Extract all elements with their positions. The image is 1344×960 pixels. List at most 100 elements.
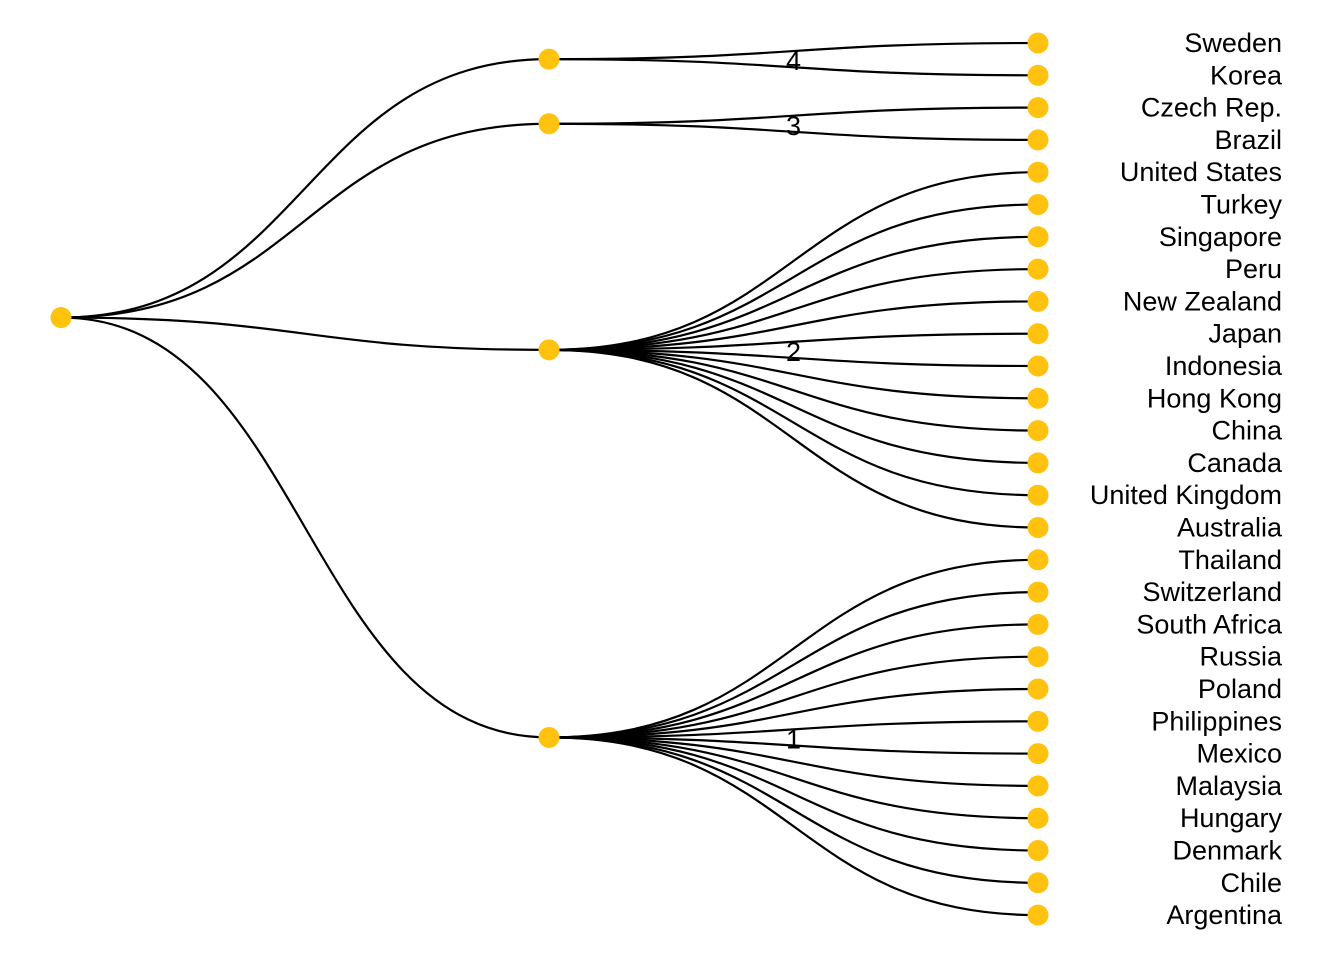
leaf-label-korea: Korea bbox=[1210, 60, 1283, 90]
edge-cluster-4-to-sweden bbox=[548, 41, 1039, 61]
edge-cluster-1-to-hungary bbox=[548, 736, 1039, 820]
edge-cluster-2-to-united-kingdom bbox=[548, 348, 1039, 497]
leaf-label-thailand: Thailand bbox=[1178, 545, 1282, 575]
edge-root-to-cluster-3 bbox=[60, 122, 550, 319]
leaf-node-argentina bbox=[1027, 904, 1049, 926]
leaf-label-turkey: Turkey bbox=[1200, 190, 1282, 220]
leaf-node-japan bbox=[1027, 323, 1049, 345]
leaf-label-argentina: Argentina bbox=[1166, 900, 1283, 930]
leaf-label-singapore: Singapore bbox=[1159, 222, 1282, 252]
cluster-node-1 bbox=[538, 726, 560, 748]
edge-cluster-2-to-peru bbox=[548, 268, 1039, 351]
edge-cluster-2-to-singapore bbox=[548, 235, 1039, 351]
edge-cluster-2-to-indonesia bbox=[548, 348, 1039, 368]
leaf-node-china bbox=[1027, 420, 1049, 442]
edge-cluster-1-to-switzerland bbox=[548, 591, 1039, 739]
leaf-node-switzerland bbox=[1027, 581, 1049, 603]
leaf-label-sweden: Sweden bbox=[1184, 28, 1282, 58]
edge-cluster-3-to-brazil bbox=[548, 122, 1039, 141]
edge-cluster-1-to-south-africa bbox=[548, 623, 1039, 739]
edge-root-to-cluster-2 bbox=[60, 316, 550, 351]
leaf-label-canada: Canada bbox=[1187, 448, 1283, 478]
leaf-node-chile bbox=[1027, 872, 1049, 894]
node-layer bbox=[50, 32, 1049, 926]
leaf-label-poland: Poland bbox=[1198, 674, 1282, 704]
edge-layer bbox=[60, 41, 1039, 917]
leaf-label-united-kingdom: United Kingdom bbox=[1090, 480, 1282, 510]
leaf-node-peru bbox=[1027, 258, 1049, 280]
edge-cluster-2-to-united-states bbox=[548, 171, 1039, 351]
leaf-label-hungary: Hungary bbox=[1180, 803, 1283, 833]
leaf-node-thailand bbox=[1027, 549, 1049, 571]
leaf-label-mexico: Mexico bbox=[1196, 739, 1282, 769]
cluster-label-2: 2 bbox=[786, 337, 801, 367]
leaf-label-china: China bbox=[1211, 416, 1283, 446]
edge-cluster-2-to-japan bbox=[548, 332, 1039, 351]
leaf-node-sweden bbox=[1027, 32, 1049, 54]
edge-cluster-2-to-australia bbox=[548, 348, 1039, 529]
leaf-node-poland bbox=[1027, 678, 1049, 700]
leaf-node-united-states bbox=[1027, 161, 1049, 183]
edge-cluster-1-to-thailand bbox=[548, 558, 1039, 739]
leaf-node-south-africa bbox=[1027, 613, 1049, 635]
leaf-node-indonesia bbox=[1027, 355, 1049, 377]
leaf-label-russia: Russia bbox=[1199, 642, 1283, 672]
leaf-label-philippines: Philippines bbox=[1151, 706, 1282, 736]
leaf-node-mexico bbox=[1027, 743, 1049, 765]
leaf-label-peru: Peru bbox=[1225, 254, 1282, 284]
leaf-label-denmark: Denmark bbox=[1172, 836, 1282, 866]
leaf-label-indonesia: Indonesia bbox=[1165, 351, 1283, 381]
leaf-node-hong-kong bbox=[1027, 387, 1049, 409]
leaf-label-japan: Japan bbox=[1208, 319, 1282, 349]
cluster-label-4: 4 bbox=[786, 46, 801, 76]
leaf-node-russia bbox=[1027, 646, 1049, 668]
edge-cluster-1-to-poland bbox=[548, 687, 1039, 739]
edge-cluster-2-to-hong-kong bbox=[548, 348, 1039, 400]
edge-cluster-1-to-philippines bbox=[548, 720, 1039, 739]
edge-cluster-4-to-korea bbox=[548, 58, 1039, 77]
leaf-label-malaysia: Malaysia bbox=[1175, 771, 1283, 801]
edge-cluster-1-to-argentina bbox=[548, 736, 1039, 917]
edge-cluster-2-to-canada bbox=[548, 348, 1039, 464]
edge-cluster-2-to-new-zealand bbox=[548, 300, 1039, 351]
edge-root-to-cluster-1 bbox=[60, 316, 550, 739]
leaf-label-switzerland: Switzerland bbox=[1142, 577, 1282, 607]
edge-cluster-1-to-denmark bbox=[548, 736, 1039, 852]
leaf-label-brazil: Brazil bbox=[1214, 125, 1282, 155]
edge-cluster-1-to-malaysia bbox=[548, 736, 1039, 787]
leaf-label-united-states: United States bbox=[1120, 157, 1282, 187]
leaf-node-malaysia bbox=[1027, 775, 1049, 797]
leaf-node-denmark bbox=[1027, 840, 1049, 861]
cluster-node-2 bbox=[538, 339, 560, 361]
cluster-label-3: 3 bbox=[786, 111, 801, 141]
cluster-node-4 bbox=[538, 48, 560, 70]
leaf-label-south-africa: South Africa bbox=[1136, 609, 1283, 639]
leaf-label-australia: Australia bbox=[1177, 513, 1283, 543]
cluster-node-3 bbox=[538, 113, 560, 135]
leaf-node-korea bbox=[1027, 64, 1049, 86]
leaf-node-singapore bbox=[1027, 226, 1049, 248]
leaf-node-united-kingdom bbox=[1027, 484, 1049, 506]
leaf-node-czech-rep bbox=[1027, 97, 1049, 119]
leaf-node-turkey bbox=[1027, 194, 1049, 215]
edge-cluster-1-to-mexico bbox=[548, 736, 1039, 755]
root-node bbox=[50, 307, 72, 329]
leaf-node-australia bbox=[1027, 517, 1049, 538]
leaf-label-hong-kong: Hong Kong bbox=[1147, 383, 1282, 413]
edge-cluster-3-to-czech-rep bbox=[548, 106, 1039, 125]
cluster-label-1: 1 bbox=[786, 724, 801, 754]
leaf-node-new-zealand bbox=[1027, 290, 1049, 312]
edge-cluster-1-to-russia bbox=[548, 655, 1039, 739]
edge-cluster-1-to-chile bbox=[548, 736, 1039, 884]
edge-cluster-2-to-china bbox=[548, 348, 1039, 432]
leaf-label-czech-rep: Czech Rep. bbox=[1141, 93, 1282, 123]
leaf-node-canada bbox=[1027, 452, 1049, 474]
leaf-node-brazil bbox=[1027, 129, 1049, 151]
leaf-node-philippines bbox=[1027, 710, 1049, 732]
leaf-label-chile: Chile bbox=[1220, 868, 1282, 898]
edge-root-to-cluster-4 bbox=[60, 58, 550, 319]
leaf-node-hungary bbox=[1027, 807, 1049, 829]
leaf-label-new-zealand: New Zealand bbox=[1123, 286, 1282, 316]
